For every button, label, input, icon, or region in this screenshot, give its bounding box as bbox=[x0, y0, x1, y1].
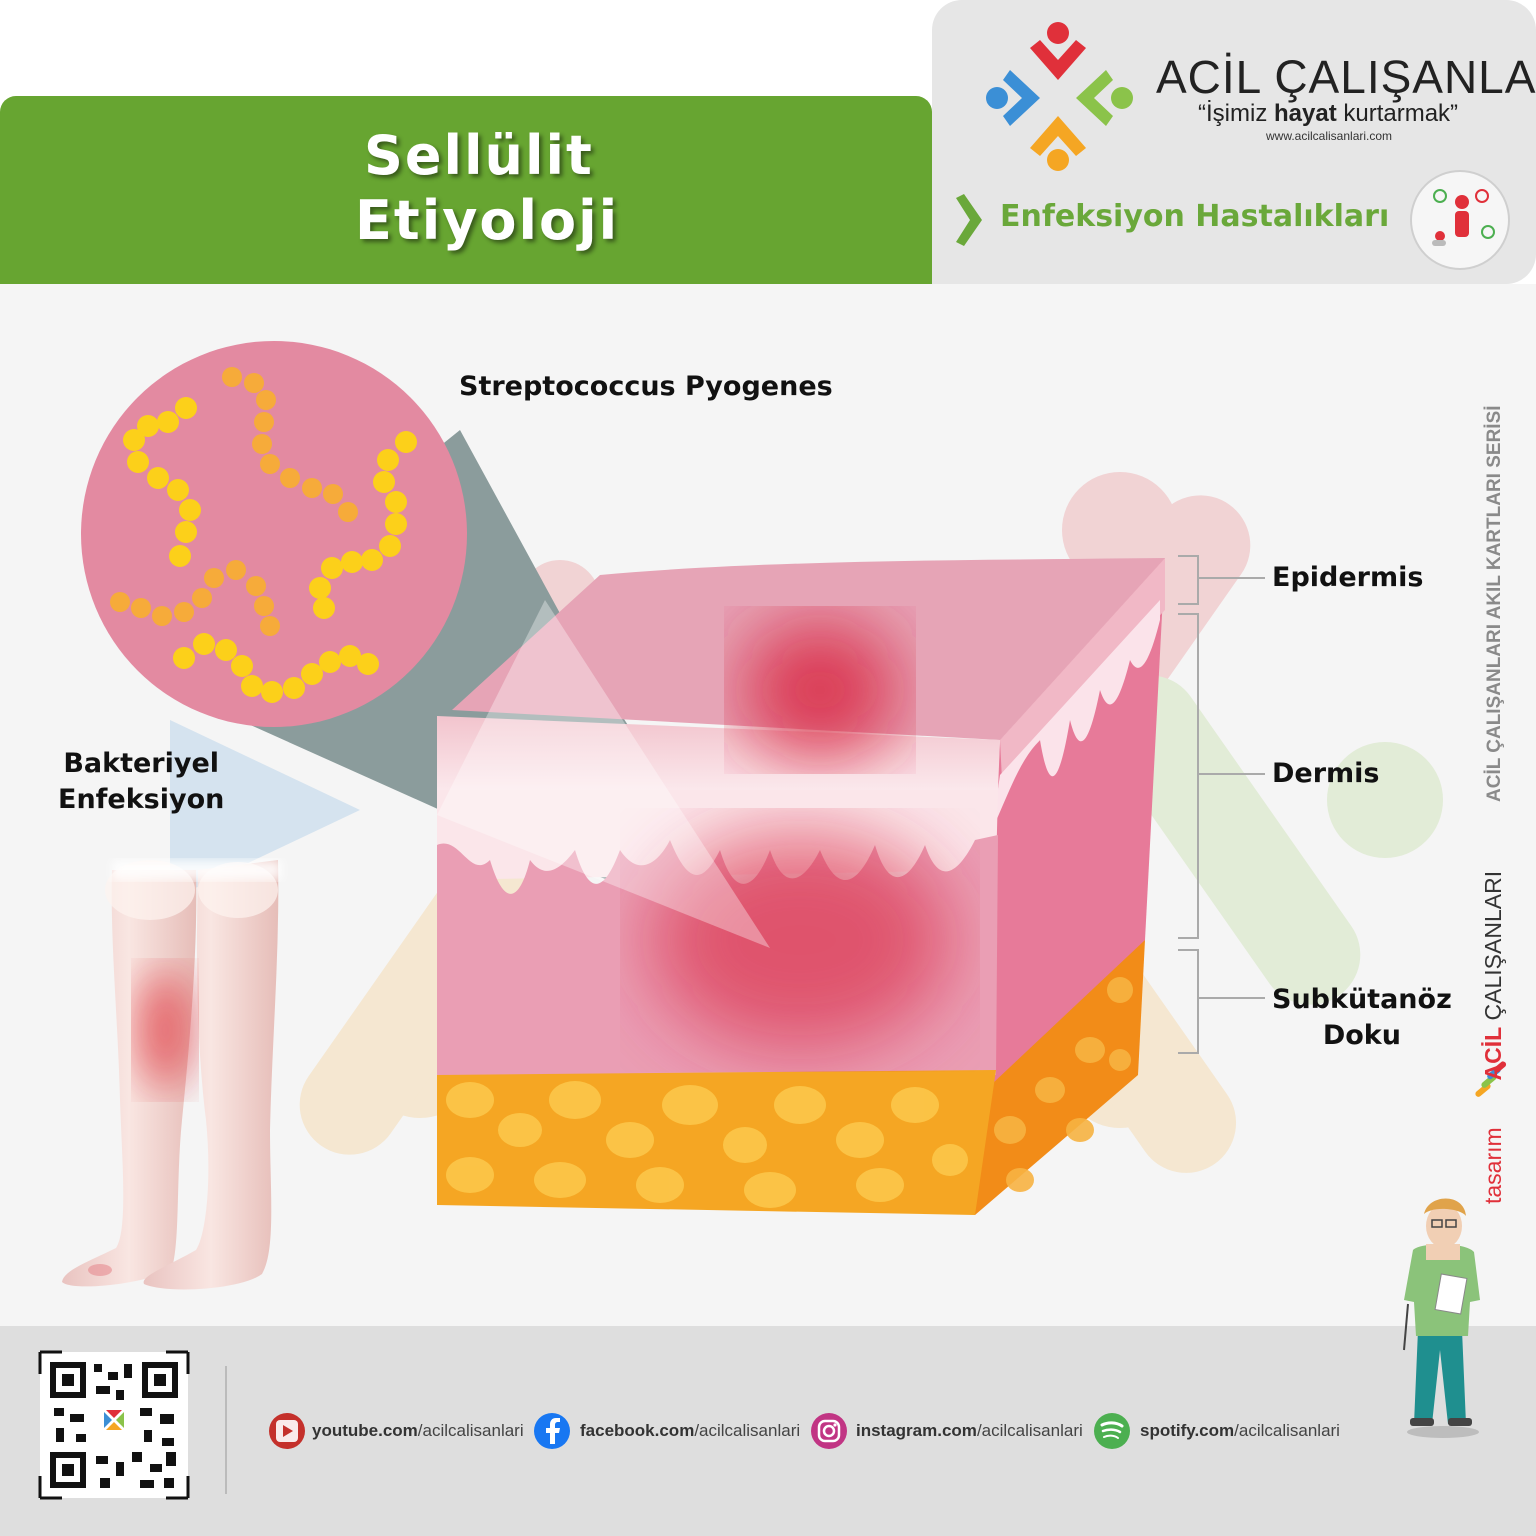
category-label: Enfeksiyon Hastalıkları bbox=[1000, 199, 1390, 234]
bacteria-chains bbox=[110, 367, 417, 703]
spotify-icon[interactable] bbox=[1094, 1413, 1130, 1449]
youtube-icon[interactable] bbox=[269, 1413, 305, 1449]
doctor-illustration bbox=[1403, 1198, 1480, 1438]
design-brand-acil: ACİL bbox=[1480, 1026, 1506, 1081]
design-brand-logo-icon bbox=[1475, 1061, 1507, 1097]
layer-brackets bbox=[1178, 555, 1265, 1054]
layer-label-subcutaneous-line1: Subkütanöz bbox=[1272, 984, 1452, 1015]
bacteria-label: Streptococcus Pyogenes bbox=[459, 371, 833, 402]
brand-url[interactable]: www.acilcalisanlari.com bbox=[1266, 129, 1393, 143]
facebook-icon[interactable] bbox=[534, 1413, 570, 1449]
skin-cross-section bbox=[437, 558, 1165, 1215]
layer-label-epidermis: Epidermis bbox=[1272, 562, 1424, 593]
spotify-link[interactable]: spotify.com/acilcalisanlari bbox=[1140, 1421, 1340, 1440]
slogan-bold: hayat bbox=[1273, 100, 1337, 127]
infection-icon bbox=[1410, 170, 1510, 270]
youtube-link[interactable]: youtube.com/acilcalisanlari bbox=[312, 1421, 524, 1440]
infection-label: Bakteriyel Enfeksiyon bbox=[58, 746, 224, 818]
design-brand-rest: ÇALIŞANLARI bbox=[1480, 870, 1506, 1027]
layer-label-dermis: Dermis bbox=[1272, 758, 1380, 789]
layer-label-subcutaneous: Subkütanöz Doku bbox=[1272, 982, 1452, 1054]
brand-slogan: “İşimiz hayat kurtarmak” bbox=[1198, 100, 1458, 128]
bacteria-magnifier bbox=[81, 341, 467, 727]
brand-name: ACİL ÇALIŞANLARI bbox=[1156, 51, 1536, 103]
slogan-end: kurtarmak” bbox=[1336, 100, 1459, 127]
footer-bar bbox=[0, 1326, 1536, 1536]
leg-illustration bbox=[62, 860, 282, 1290]
page-subtitle: Etiyoloji bbox=[355, 189, 620, 252]
layer-label-subcutaneous-line2: Doku bbox=[1322, 1020, 1401, 1051]
instagram-link[interactable]: instagram.com/acilcalisanlari bbox=[856, 1421, 1083, 1440]
page-title: Sellülit bbox=[364, 124, 594, 187]
brand-logo-icon bbox=[986, 22, 1133, 171]
infection-label-line2: Enfeksiyon bbox=[58, 784, 225, 815]
slogan-start: “İşimiz bbox=[1198, 100, 1274, 127]
chevron-right-icon bbox=[956, 194, 982, 246]
infection-label-line1: Bakteriyel bbox=[63, 748, 220, 779]
header-right-panel bbox=[932, 0, 1536, 284]
facebook-link[interactable]: facebook.com/acilcalisanlari bbox=[580, 1421, 801, 1440]
design-credit: tasarım ACİL ÇALIŞANLARI bbox=[1480, 871, 1507, 1204]
qr-code[interactable] bbox=[38, 1350, 190, 1500]
design-word: tasarım bbox=[1480, 1127, 1506, 1204]
series-label: ACİL ÇALIŞANLARI AKIL KARTLARI SERİSİ bbox=[1484, 405, 1505, 802]
instagram-icon[interactable] bbox=[811, 1413, 847, 1449]
